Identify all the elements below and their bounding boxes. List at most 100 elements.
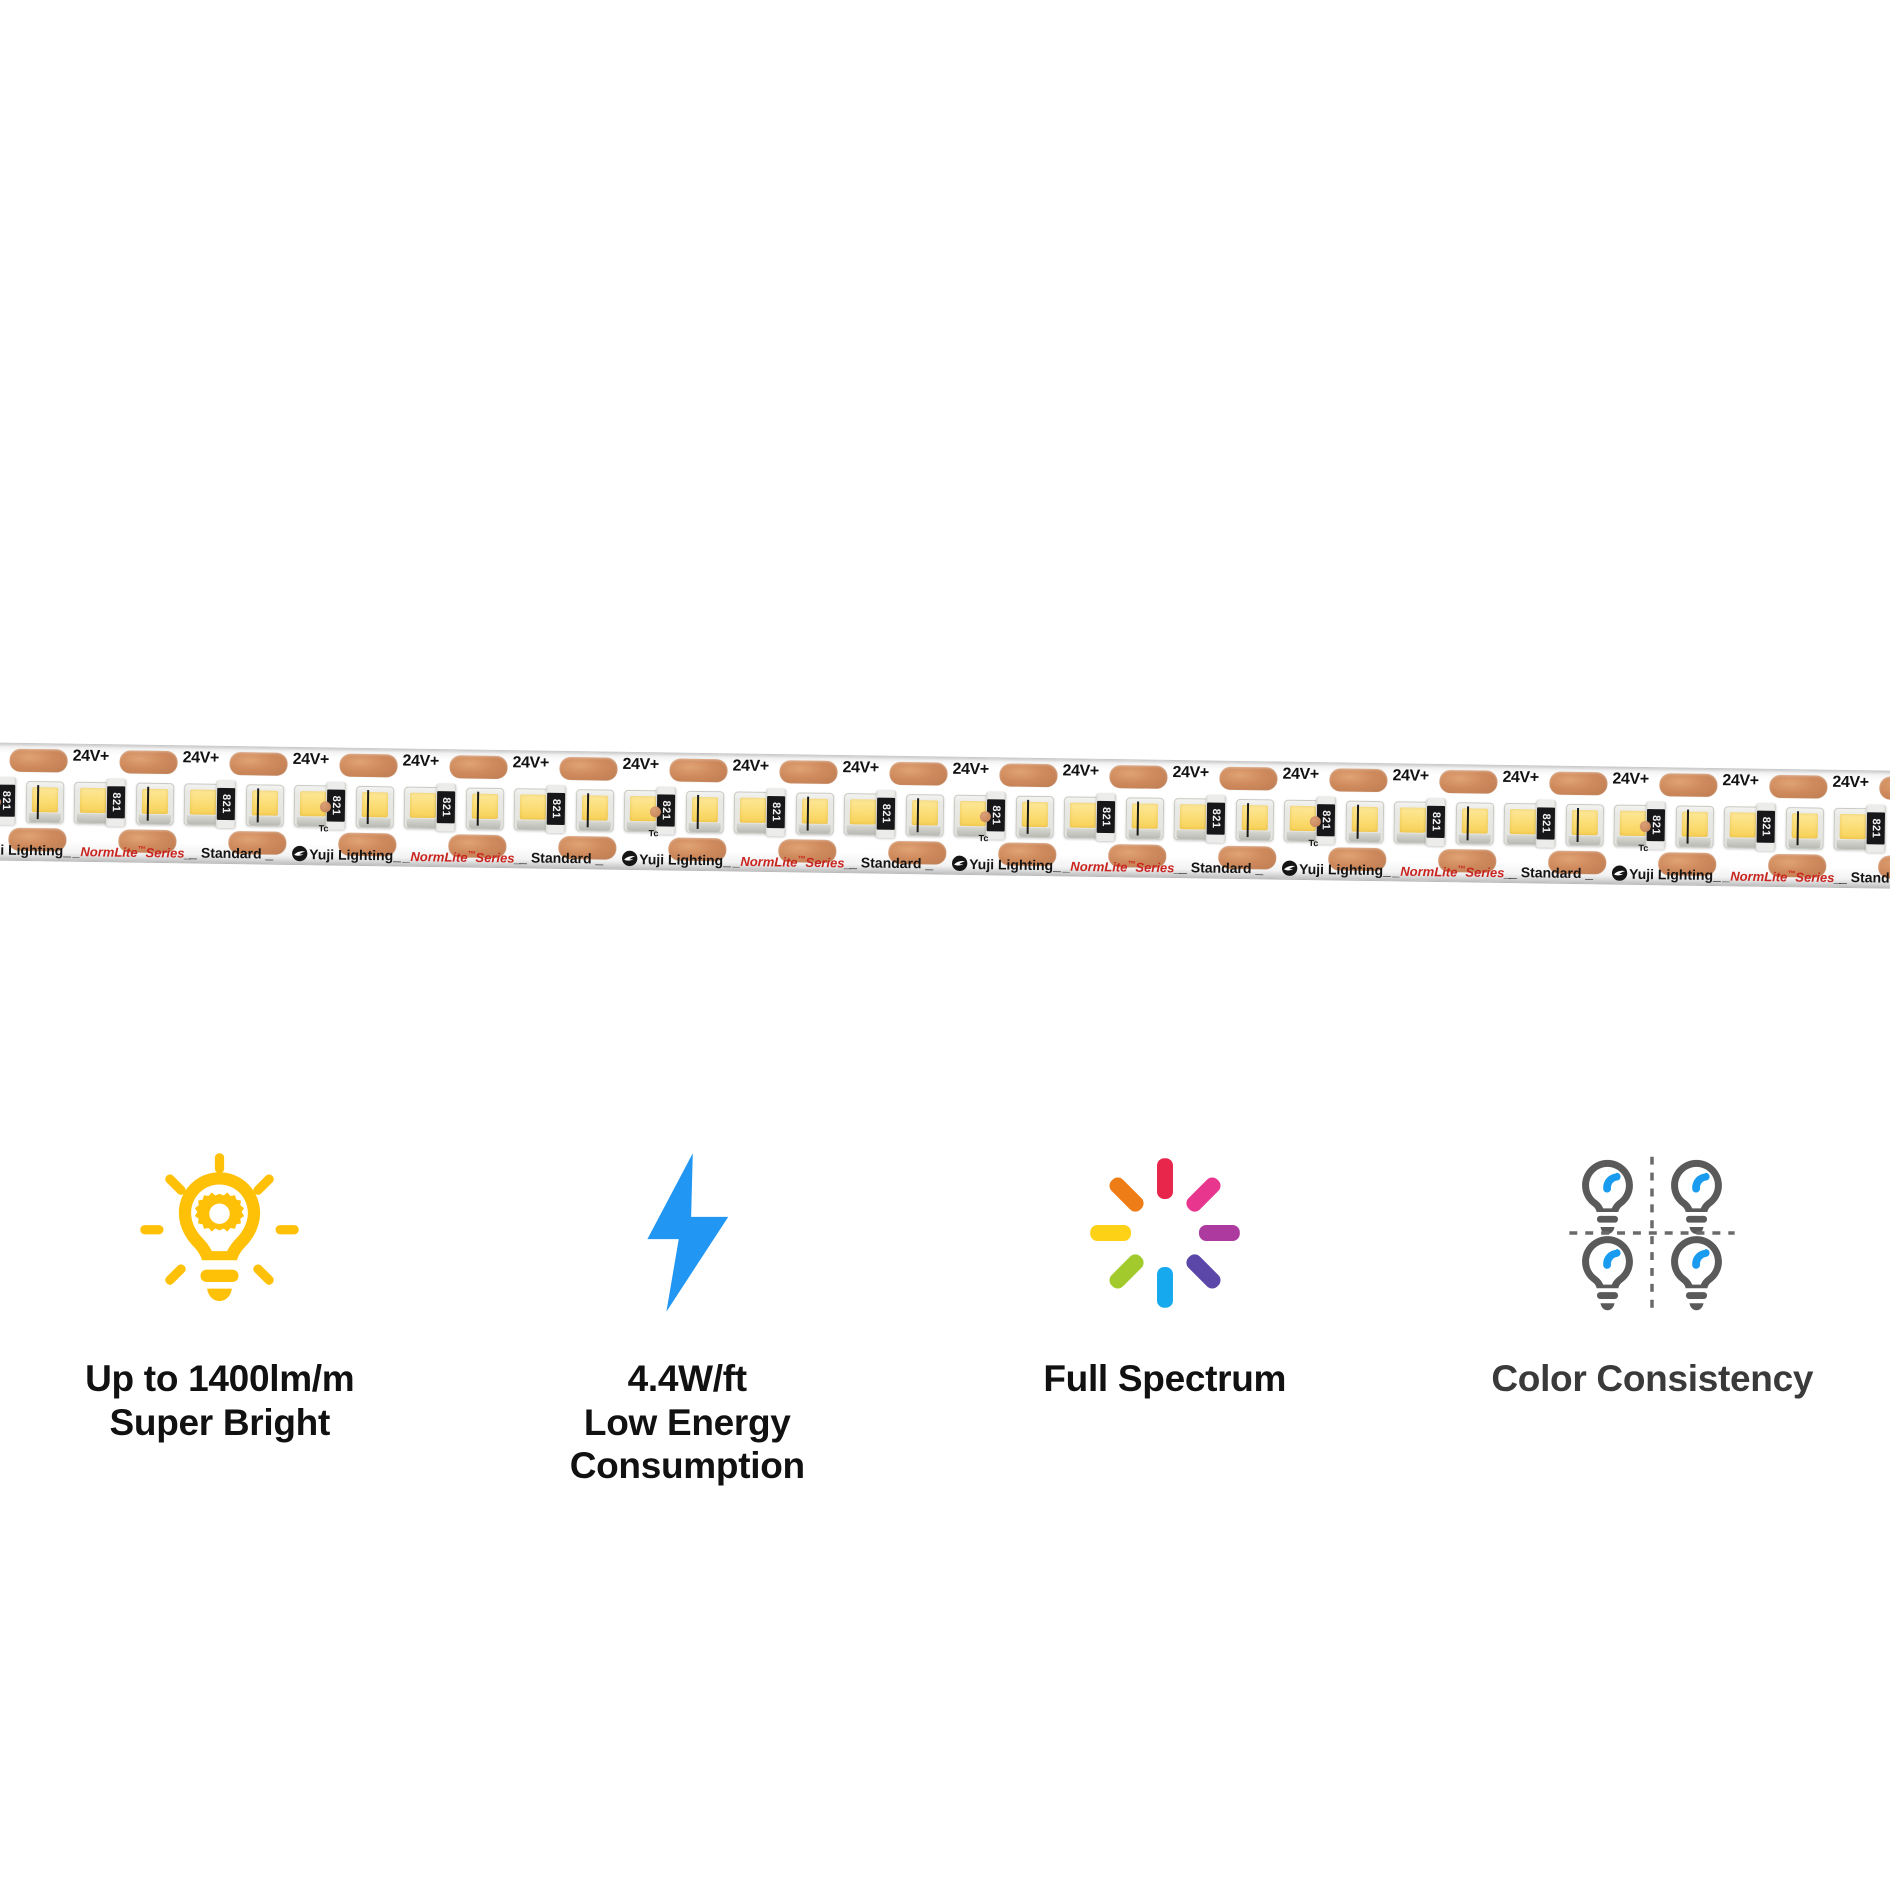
resistor: 821	[1645, 801, 1667, 850]
copper-pad	[1108, 844, 1167, 868]
strip-voltage-label: 24V+	[842, 759, 879, 777]
led-strip-segment: 24V+821_NormLite™Series_	[1389, 763, 1512, 881]
led-emitter	[1015, 795, 1055, 839]
feature-label-color-consistency: Color Consistency	[1491, 1357, 1813, 1401]
strip-grade-text: _ Standard _	[1508, 863, 1594, 882]
resistor-code: 821	[549, 798, 563, 819]
copper-pad	[558, 835, 617, 860]
thermal-pad	[0, 796, 2, 808]
strip-voltage-label: 24V+	[1832, 773, 1869, 792]
led-emitter	[73, 781, 113, 825]
thermal-marker-label: Tc	[978, 833, 989, 844]
strip-brand-text: Yuji Lighting_	[1281, 860, 1391, 879]
copper-pad	[119, 750, 178, 775]
copper-pad	[779, 760, 838, 785]
copper-pad	[1219, 766, 1278, 791]
led-emitter	[0, 780, 3, 823]
thermal-pad	[1309, 816, 1321, 828]
feature-color-consistency: Color Consistency	[1415, 1150, 1890, 1488]
led-emitter	[1833, 807, 1873, 851]
feature-label-low-energy: 4.4W/ft Low Energy Consumption	[570, 1357, 805, 1488]
yuji-logo-icon	[622, 850, 638, 867]
resistor: 821	[1205, 794, 1227, 843]
led-strip-segment: 24V+821_NormLite™Series_	[1719, 768, 1841, 886]
strip-voltage-label: 24V+	[732, 757, 769, 775]
copper-pad	[1768, 853, 1827, 878]
copper-pad	[1549, 771, 1608, 796]
cut-mark	[256, 788, 260, 823]
resistor: 821	[105, 778, 127, 827]
strip-voltage-label: 24V+	[1062, 762, 1099, 780]
cut-mark	[36, 785, 40, 820]
thermal-pad	[649, 806, 661, 818]
resistor-code: 821	[219, 793, 233, 814]
strip-voltage-label: 24V+	[292, 750, 329, 769]
copper-pad	[229, 751, 288, 776]
copper-pad	[1438, 848, 1497, 873]
strip-brand-text: Yuji Lighting_	[291, 845, 401, 864]
led-emitter	[293, 784, 333, 828]
yuji-logo-icon	[292, 845, 308, 862]
copper-pad	[669, 758, 728, 783]
resistor-code: 821	[439, 797, 453, 818]
led-emitter	[685, 790, 725, 834]
copper-pad	[1879, 776, 1890, 801]
strip-voltage-label: 24V+	[1172, 763, 1209, 782]
resistor: 821	[0, 776, 17, 825]
resistor-code: 821	[1539, 813, 1552, 834]
lightbulb-gear-icon	[137, 1150, 302, 1315]
strip-series-text: _NormLite™Series_	[403, 848, 522, 866]
resistor-code: 821	[1099, 806, 1113, 828]
feature-row: Up to 1400lm/m Super Bright 4.4W/ft Low …	[0, 1150, 1890, 1488]
feature-line: Super Bright	[109, 1401, 331, 1443]
cut-mark	[916, 798, 920, 833]
resistor-code: 821	[0, 790, 13, 811]
led-emitter	[245, 784, 285, 827]
resistor-code: 821	[1209, 808, 1223, 829]
feature-line: 4.4W/ft	[627, 1358, 747, 1399]
cut-mark	[1136, 801, 1140, 836]
cut-mark	[696, 794, 700, 829]
strip-brand-text: Yuji Lighting_	[0, 841, 72, 859]
copper-pad	[888, 840, 947, 865]
thermal-pad	[319, 801, 332, 813]
led-emitter	[1125, 797, 1165, 840]
copper-pad	[448, 834, 507, 859]
resistor-code: 821	[1319, 810, 1332, 831]
strip-voltage-label: 24V+	[402, 752, 439, 771]
strip-series-text: _NormLite™Series_	[1392, 863, 1512, 881]
copper-pad	[998, 842, 1057, 867]
copper-pad	[1328, 847, 1387, 872]
strip-series-text: _NormLite™Series_	[1063, 858, 1182, 876]
copper-pad	[338, 832, 397, 857]
copper-pad	[999, 763, 1058, 788]
strip-grade-text: _ Standard _	[1179, 859, 1264, 877]
led-emitter	[355, 785, 395, 829]
copper-pad	[9, 748, 68, 773]
resistor-code: 821	[769, 802, 783, 823]
resistor: 821	[325, 781, 347, 830]
resistor-code: 821	[1429, 811, 1442, 832]
led-strip-segment: 24V+821_ Standard _	[1829, 770, 1890, 888]
strip-voltage-label: 24V+	[622, 755, 659, 774]
thermal-marker-label: Tc	[1308, 838, 1319, 849]
cut-mark	[586, 793, 590, 828]
yuji-logo-icon	[1611, 865, 1628, 881]
resistor: 821	[985, 791, 1007, 840]
resistor-code: 821	[989, 805, 1003, 826]
feature-line: Color Consistency	[1491, 1358, 1814, 1399]
feature-low-energy: 4.4W/ft Low Energy Consumption	[450, 1150, 926, 1488]
led-emitter	[1503, 802, 1543, 846]
cut-mark	[1356, 804, 1360, 839]
led-strip-segment: 24V+ 821 _NormLite™Series_	[399, 749, 522, 867]
led-emitter	[1723, 806, 1763, 849]
cut-mark	[806, 796, 810, 831]
